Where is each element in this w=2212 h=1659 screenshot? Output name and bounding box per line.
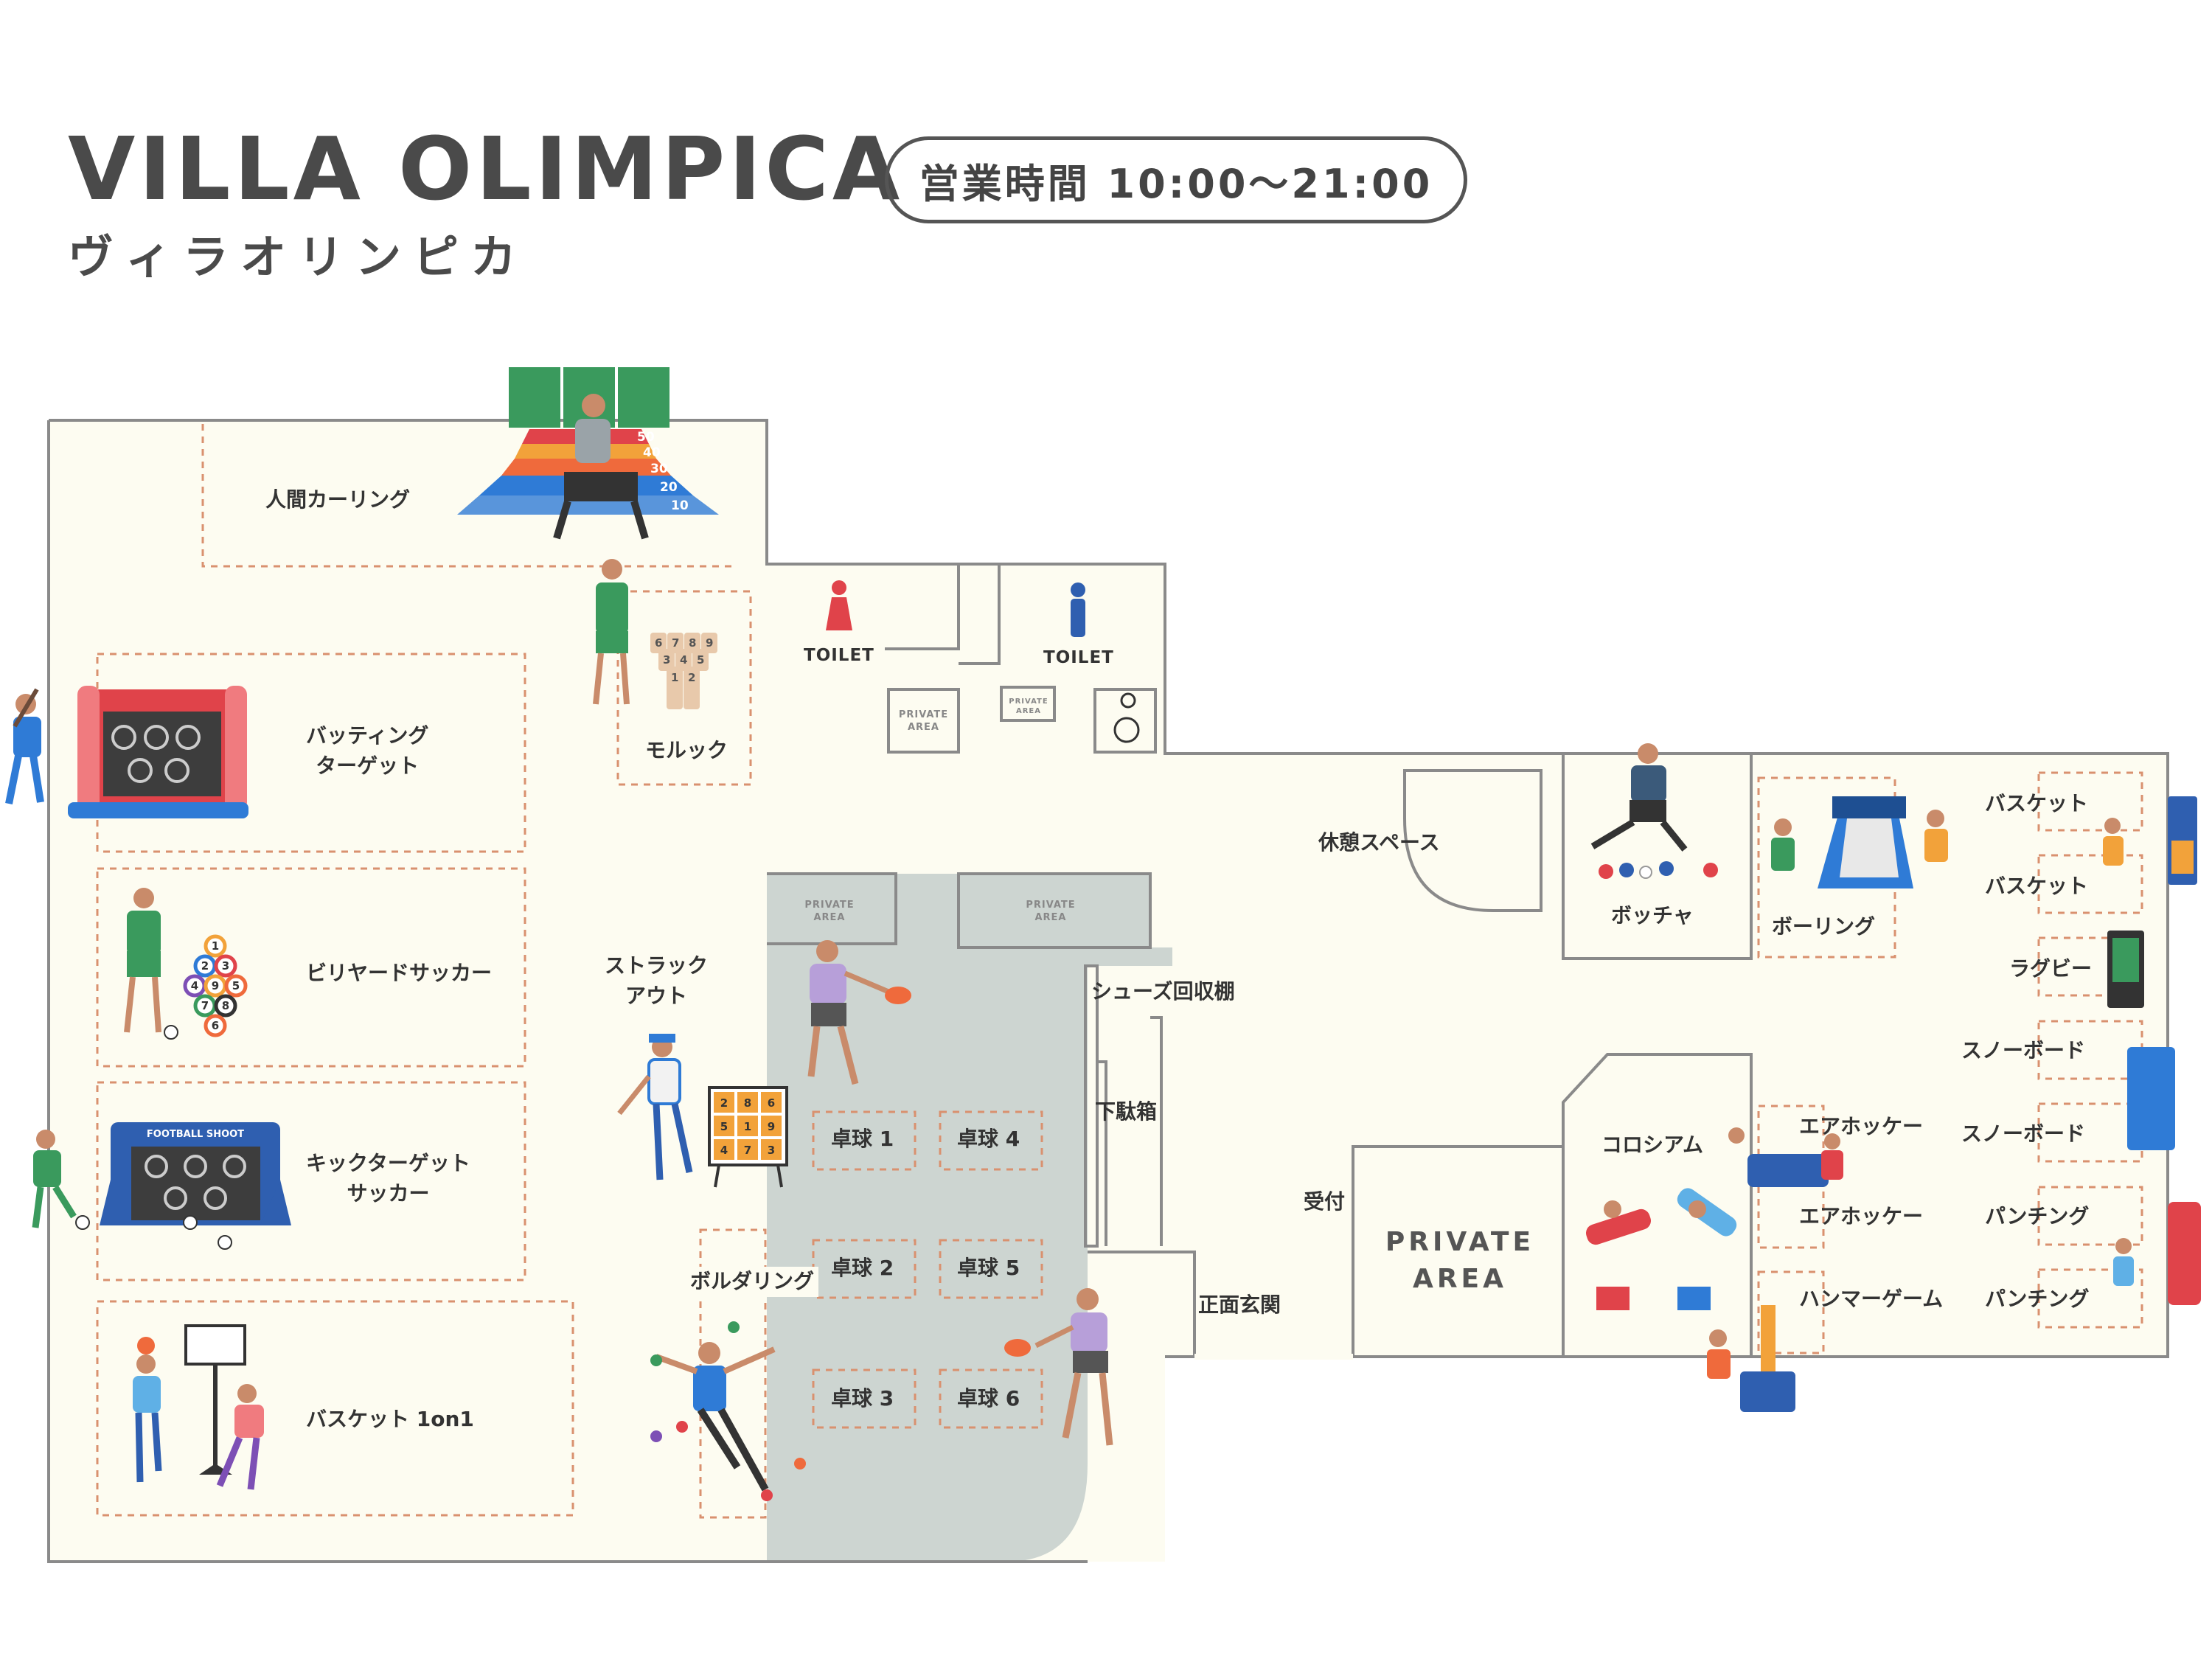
curling-score: 10 (671, 498, 689, 513)
shoe-collection-label: シューズ回収棚 (1091, 979, 1235, 1004)
molkky-pin: 8 (689, 636, 696, 650)
bowling-illustration (1771, 796, 1948, 888)
table-tennis-3[interactable]: 卓球 3 (831, 1386, 894, 1411)
table-tennis-area (767, 874, 1172, 1562)
hammer-game-illustration (1707, 1305, 1795, 1412)
molkky-pin: 4 (680, 653, 687, 667)
struck-out-number: 4 (720, 1144, 728, 1157)
toilet-women-label: TOILET (804, 646, 874, 665)
zone-punching-1[interactable]: パンチング (1985, 1204, 2090, 1228)
private-area-main-label: PRIVATE AREA (1385, 1227, 1535, 1295)
struck-out-number: 7 (744, 1144, 751, 1157)
toilet-men-label: TOILET (1043, 648, 1114, 667)
curling-score-labels: 10 20 30 40 50 (637, 430, 689, 513)
colosseum-illustration (1585, 1188, 1737, 1310)
reception-label: 受付 (1304, 1189, 1346, 1214)
toilet-icons (826, 580, 1140, 743)
table-tennis-1[interactable]: 卓球 1 (831, 1127, 894, 1151)
private-area-tt2-label: PRIVATE AREA (1026, 900, 1076, 923)
main-entrance-label: 正面玄関 (1198, 1293, 1281, 1317)
table-tennis-players (807, 940, 1113, 1446)
billiard-ball: 4 (191, 979, 198, 992)
page-title: VILLA OLIMPICA (68, 118, 904, 220)
curling-score: 30 (650, 462, 668, 476)
zone-bowling[interactable]: ボーリング (1772, 914, 1876, 939)
zone-rugby[interactable]: ラグビー (2009, 956, 2093, 981)
billiard-ball: 1 (212, 939, 219, 953)
molkky-pin: 9 (706, 636, 713, 650)
zone-struck-out[interactable]: ストラック アウト (605, 953, 709, 1008)
bocce-illustration (1590, 743, 1718, 879)
page-subtitle: ヴィラオリンピカ (68, 230, 529, 284)
private-area-toilet-label: PRIVATE AREA (898, 709, 949, 733)
struck-out-number: 3 (768, 1144, 775, 1157)
zone-molkky[interactable]: モルック (645, 738, 728, 762)
private-area-toilet2-label: PRIVATE AREA (1009, 698, 1048, 715)
molkky-pin: 2 (688, 671, 695, 684)
batting-target-illustration (5, 686, 248, 818)
struck-out-number: 2 (720, 1096, 728, 1110)
billiard-ball: 6 (212, 1019, 219, 1032)
molkky-pin: 1 (671, 671, 678, 684)
kick-target-illustration: FOOTBALL SHOOT (32, 1122, 291, 1250)
billiard-ball: 8 (222, 999, 229, 1012)
curling-illustration (457, 367, 719, 540)
zone-air-hockey-2[interactable]: エアホッケー (1799, 1204, 1924, 1228)
billiard-ball: 9 (212, 979, 219, 992)
curling-score: 50 (637, 430, 655, 445)
molkky-illustration (593, 559, 717, 709)
activity-zones (96, 424, 2143, 1519)
table-tennis-4[interactable]: 卓球 4 (957, 1127, 1020, 1151)
zone-basket-2[interactable]: バスケット (1985, 874, 2089, 898)
billiard-ball: 7 (201, 999, 209, 1012)
curling-score: 40 (643, 445, 661, 460)
bouldering-illustration (650, 1321, 806, 1501)
private-area-tt1-label: PRIVATE AREA (804, 900, 855, 923)
zone-air-hockey-1[interactable]: エアホッケー (1799, 1114, 1924, 1138)
zone-snowboard-1[interactable]: スノーボード (1961, 1038, 2086, 1062)
curling-score: 20 (660, 480, 678, 495)
struck-out-number: 5 (720, 1120, 728, 1133)
molkky-pin: 6 (655, 636, 662, 650)
zone-kick-target-soccer[interactable]: キックターゲット サッカー (306, 1151, 470, 1206)
billiard-ball: 3 (222, 959, 229, 973)
struck-out-number: 1 (744, 1120, 751, 1133)
rest-space-label: 休憩スペース (1318, 830, 1440, 855)
zone-bocce[interactable]: ボッチャ (1611, 903, 1694, 928)
zone-batting-target[interactable]: バッティング ターゲット (306, 723, 429, 778)
zone-human-curling[interactable]: 人間カーリング (265, 487, 411, 512)
struck-out-number: 6 (768, 1096, 775, 1110)
billiard-ball: 2 (201, 959, 209, 973)
zone-hammer-game[interactable]: ハンマーゲーム (1799, 1287, 1944, 1311)
opening-hours-badge: 営業時間 10:00～21:00 (885, 136, 1467, 223)
billiard-soccer-illustration (124, 888, 178, 1040)
arcade-machines (2103, 796, 2201, 1305)
molkky-pin: 3 (663, 653, 670, 667)
struck-out-number: 9 (768, 1120, 775, 1133)
shoe-box-label: 下駄箱 (1095, 1099, 1158, 1124)
molkky-pin: 5 (697, 653, 704, 667)
molkky-pin: 7 (672, 636, 679, 650)
table-tennis-5[interactable]: 卓球 5 (957, 1256, 1020, 1280)
table-tennis-6[interactable]: 卓球 6 (957, 1386, 1020, 1411)
table-tennis-2[interactable]: 卓球 2 (831, 1256, 894, 1280)
struck-out-number: 8 (744, 1096, 751, 1110)
zone-billiard-soccer[interactable]: ビリヤードサッカー (306, 961, 493, 985)
air-hockey-illustration (1728, 1127, 1843, 1187)
kick-sign: FOOTBALL SHOOT (147, 1129, 244, 1140)
zone-basket-1[interactable]: バスケット (1985, 791, 2089, 815)
zone-snowboard-2[interactable]: スノーボード (1961, 1121, 2086, 1146)
zone-basket-1on1[interactable]: バスケット 1on1 (306, 1407, 474, 1431)
zone-colosseum[interactable]: コロシアム (1601, 1133, 1704, 1157)
zone-bouldering[interactable]: ボルダリング (686, 1267, 819, 1297)
basket-1on1-illustration (133, 1324, 264, 1490)
billiard-ball: 5 (232, 979, 240, 992)
zone-punching-2[interactable]: パンチング (1985, 1287, 2090, 1311)
